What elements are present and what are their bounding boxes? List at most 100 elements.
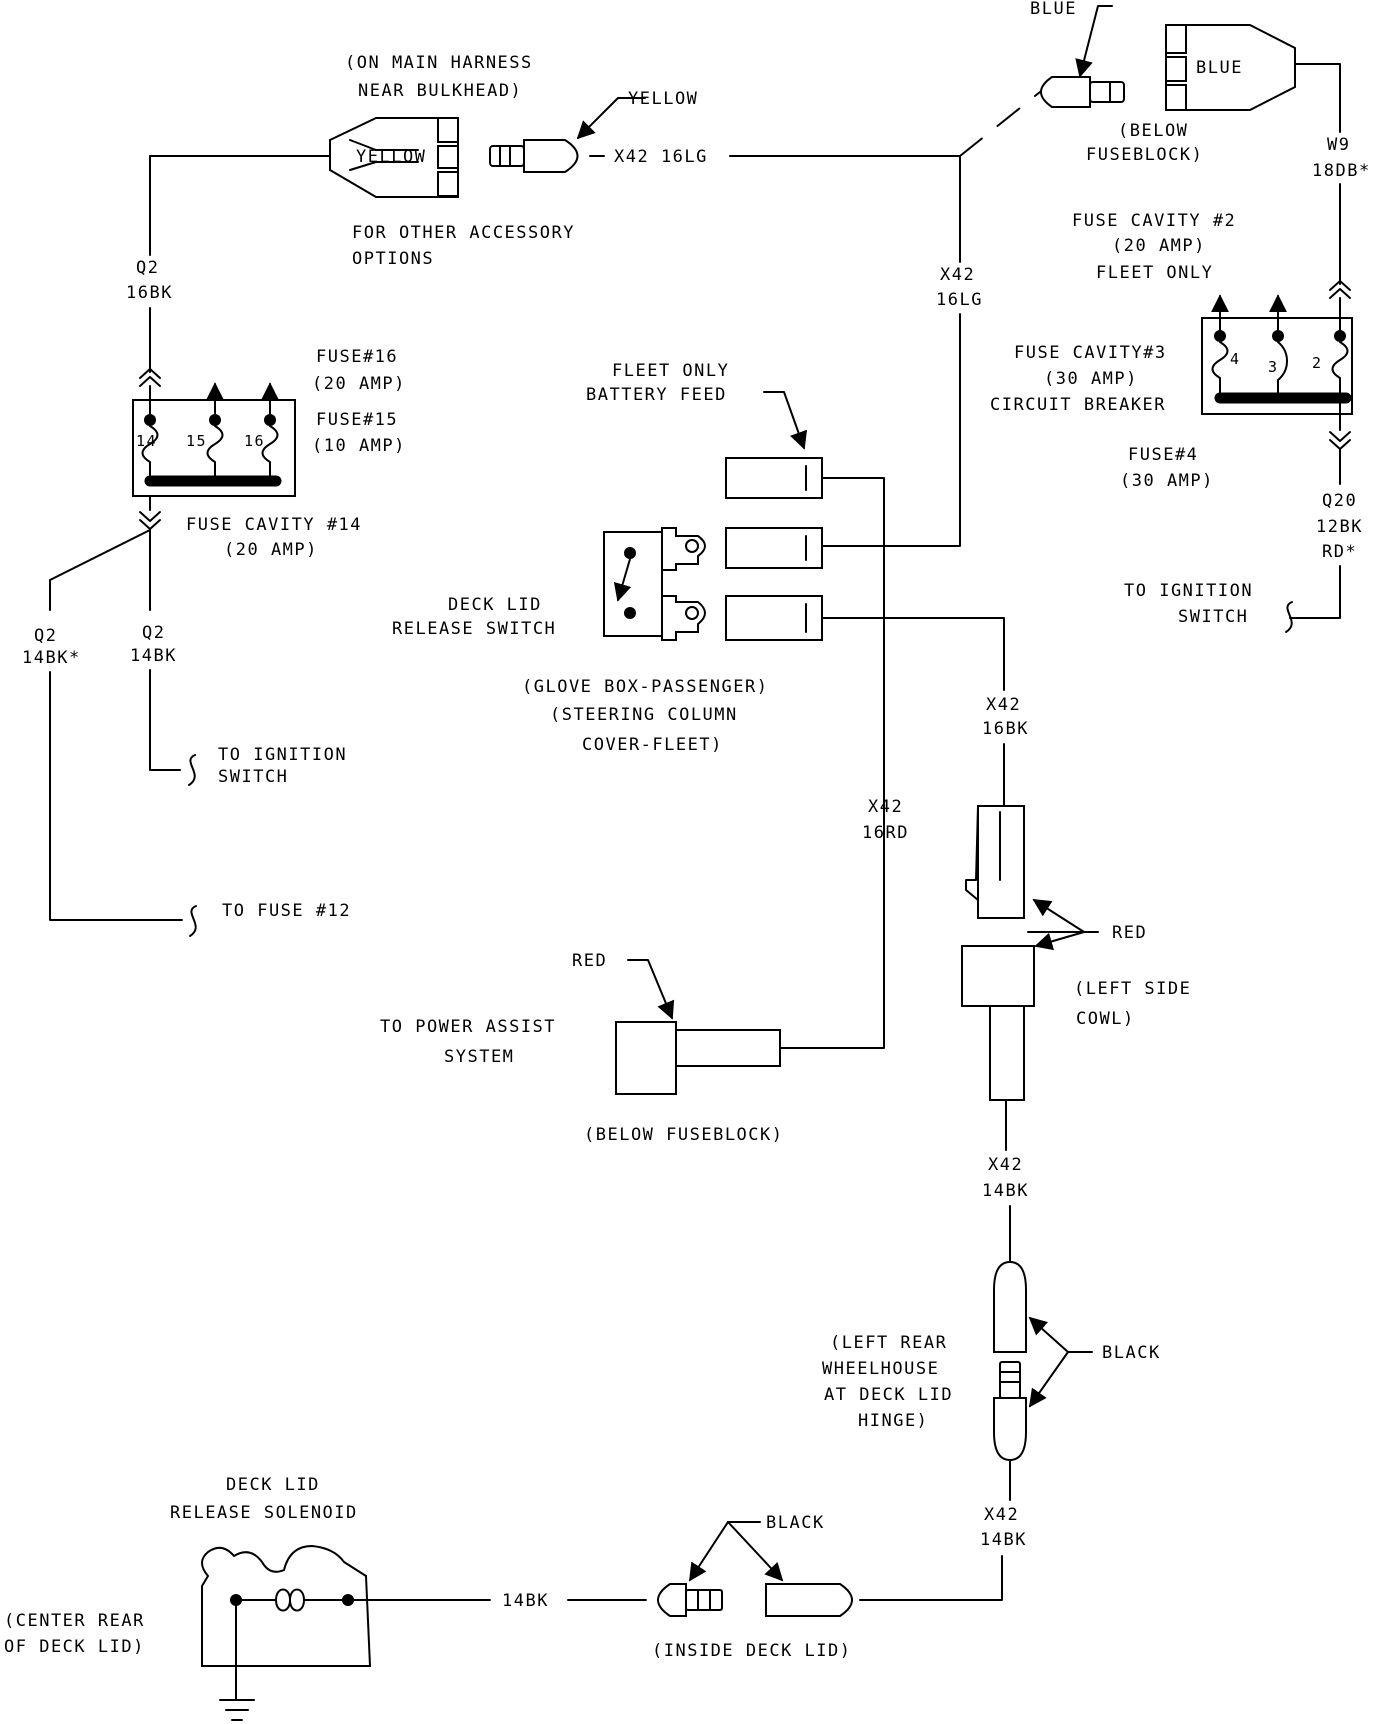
right-to-ignition-line2: SWITCH bbox=[1178, 607, 1248, 627]
power-assist-connector bbox=[615, 1021, 781, 1095]
q2-top-circuit: Q2 bbox=[136, 258, 159, 278]
wheelhouse-line3: AT DECK LID bbox=[824, 1385, 953, 1405]
deck-lid-release-switch[interactable] bbox=[603, 527, 706, 641]
fuse-num-2: 2 bbox=[1312, 354, 1323, 372]
fuse-num-4: 4 bbox=[1230, 350, 1241, 368]
left-to-ignition-line2: SWITCH bbox=[218, 767, 288, 787]
switch-name-line1: DECK LID bbox=[448, 595, 542, 615]
fuse-num-15: 15 bbox=[186, 432, 207, 450]
right-fuse-block bbox=[1201, 294, 1353, 431]
x42-rd-gauge: 16RD bbox=[862, 823, 909, 843]
cavity2-rating: (20 AMP) bbox=[1112, 236, 1206, 256]
switch-terminal-lg bbox=[725, 527, 823, 569]
fuse16-name: FUSE#16 bbox=[316, 347, 398, 367]
x42-lg-gauge: 16LG bbox=[936, 290, 983, 310]
q20-gauge: 12BK bbox=[1316, 517, 1363, 537]
fleet-feed-line1: FLEET ONLY bbox=[612, 361, 729, 381]
yellow-accessory-connector bbox=[329, 117, 459, 198]
x42-rd-circuit: X42 bbox=[868, 797, 903, 817]
inside-deck-lid-label: (INSIDE DECK LID) bbox=[652, 1641, 852, 1661]
to-fuse12-label: TO FUSE #12 bbox=[222, 901, 351, 921]
fuse-num-14: 14 bbox=[136, 432, 157, 450]
pin-yellow-callout: YELLOW bbox=[628, 89, 698, 109]
fuse15-rating: (10 AMP) bbox=[312, 436, 406, 456]
q2-bottom-circuit: Q2 bbox=[142, 623, 165, 643]
blue-callout: BLUE bbox=[1030, 0, 1077, 19]
blue-pin-terminal bbox=[1040, 76, 1125, 108]
switch-location-line2: (STEERING COLUMN bbox=[550, 705, 738, 725]
black-deck-lid-label: BLACK bbox=[766, 1513, 825, 1533]
center-rear-line1: (CENTER REAR bbox=[4, 1611, 145, 1631]
harness-note-line1: (ON MAIN HARNESS bbox=[345, 53, 533, 73]
cavity3-name: FUSE CAVITY#3 bbox=[1014, 343, 1167, 363]
below-fuseblock-label: (BELOW FUSEBLOCK) bbox=[584, 1125, 784, 1145]
wire-14bk-label: 14BK bbox=[502, 1591, 549, 1611]
wheelhouse-line1: (LEFT REAR bbox=[830, 1333, 947, 1353]
fuse16-rating: (20 AMP) bbox=[312, 374, 406, 394]
wheelhouse-line2: WHEELHOUSE bbox=[822, 1359, 939, 1379]
yellow-pin-terminal bbox=[489, 139, 579, 173]
cavity3-rating: (30 AMP) bbox=[1044, 369, 1138, 389]
left-fuse-block bbox=[132, 382, 296, 497]
cavity14-name: FUSE CAVITY #14 bbox=[186, 515, 362, 535]
accessory-options-line2: OPTIONS bbox=[352, 249, 434, 269]
black-wheelhouse-connector bbox=[993, 1260, 1027, 1462]
switch-terminal-bk bbox=[725, 595, 823, 641]
w9-gauge-label: 18DB* bbox=[1312, 161, 1371, 181]
x42-lg-wire-label: X42 16LG bbox=[614, 147, 708, 167]
q20-tracer: RD* bbox=[1322, 542, 1357, 562]
cavity2-note: FLEET ONLY bbox=[1096, 263, 1213, 283]
switch-location-line3: COVER-FLEET) bbox=[582, 735, 723, 755]
fuse-num-3: 3 bbox=[1268, 358, 1279, 376]
blue-connector bbox=[1165, 24, 1296, 111]
black-wheelhouse-label: BLACK bbox=[1102, 1343, 1161, 1363]
cavity2-name: FUSE CAVITY #2 bbox=[1072, 211, 1236, 231]
x42-bk14b-gauge: 14BK bbox=[980, 1530, 1027, 1550]
cavity3-type: CIRCUIT BREAKER bbox=[990, 395, 1166, 415]
x42-bk14a-gauge: 14BK bbox=[982, 1181, 1029, 1201]
cowl-line2: COWL) bbox=[1076, 1009, 1135, 1029]
red-label: RED bbox=[1112, 923, 1147, 943]
x42-lg-circuit: X42 bbox=[940, 265, 975, 285]
left-to-ignition-line1: TO IGNITION bbox=[218, 745, 347, 765]
wheelhouse-line4: HINGE) bbox=[858, 1411, 928, 1431]
x42-bk14b-circuit: X42 bbox=[984, 1505, 1019, 1525]
solenoid-name-line1: DECK LID bbox=[226, 1475, 320, 1495]
switch-location-line1: (GLOVE BOX-PASSENGER) bbox=[522, 677, 768, 697]
switch-name-line2: RELEASE SWITCH bbox=[392, 619, 556, 639]
red-callout: RED bbox=[572, 951, 607, 971]
deck-lid-release-solenoid bbox=[201, 1544, 372, 1701]
ground-icon bbox=[219, 1699, 255, 1721]
harness-note-line2: NEAR BULKHEAD) bbox=[358, 81, 522, 101]
power-assist-line1: TO POWER ASSIST bbox=[380, 1017, 556, 1037]
red-cowl-connector bbox=[961, 805, 1035, 1101]
q2-star-gauge: 14BK* bbox=[22, 648, 81, 668]
cavity14-rating: (20 AMP) bbox=[224, 540, 318, 560]
right-to-ignition-line1: TO IGNITION bbox=[1124, 581, 1253, 601]
fleet-feed-line2: BATTERY FEED bbox=[586, 385, 727, 405]
fuse4-name: FUSE#4 bbox=[1128, 445, 1198, 465]
q20-circuit: Q20 bbox=[1322, 491, 1357, 511]
connector-color-label: YELLOW bbox=[356, 147, 426, 167]
solenoid-name-line2: RELEASE SOLENOID bbox=[170, 1503, 358, 1523]
x42-bk16-circuit: X42 bbox=[986, 695, 1021, 715]
fuse4-rating: (30 AMP) bbox=[1120, 471, 1214, 491]
black-deck-lid-connector bbox=[657, 1583, 853, 1617]
x42-bk14a-circuit: X42 bbox=[988, 1155, 1023, 1175]
q2-bottom-gauge: 14BK bbox=[130, 646, 177, 666]
fleet-feed-terminal bbox=[725, 457, 823, 499]
q2-top-gauge: 16BK bbox=[126, 283, 173, 303]
power-assist-line2: SYSTEM bbox=[444, 1047, 514, 1067]
fuse-num-16: 16 bbox=[244, 432, 265, 450]
q2-star-circuit: Q2 bbox=[34, 626, 57, 646]
x42-bk16-gauge: 16BK bbox=[982, 719, 1029, 739]
accessory-options-line1: FOR OTHER ACCESSORY bbox=[352, 223, 575, 243]
blue-location-line1: (BELOW bbox=[1118, 121, 1188, 141]
blue-location-line2: FUSEBLOCK) bbox=[1086, 145, 1203, 165]
blue-connector-label: BLUE bbox=[1196, 58, 1243, 78]
w9-circuit-label: W9 bbox=[1327, 135, 1350, 155]
fuse15-name: FUSE#15 bbox=[316, 410, 398, 430]
cowl-line1: (LEFT SIDE bbox=[1074, 979, 1191, 999]
center-rear-line2: OF DECK LID) bbox=[4, 1637, 145, 1657]
